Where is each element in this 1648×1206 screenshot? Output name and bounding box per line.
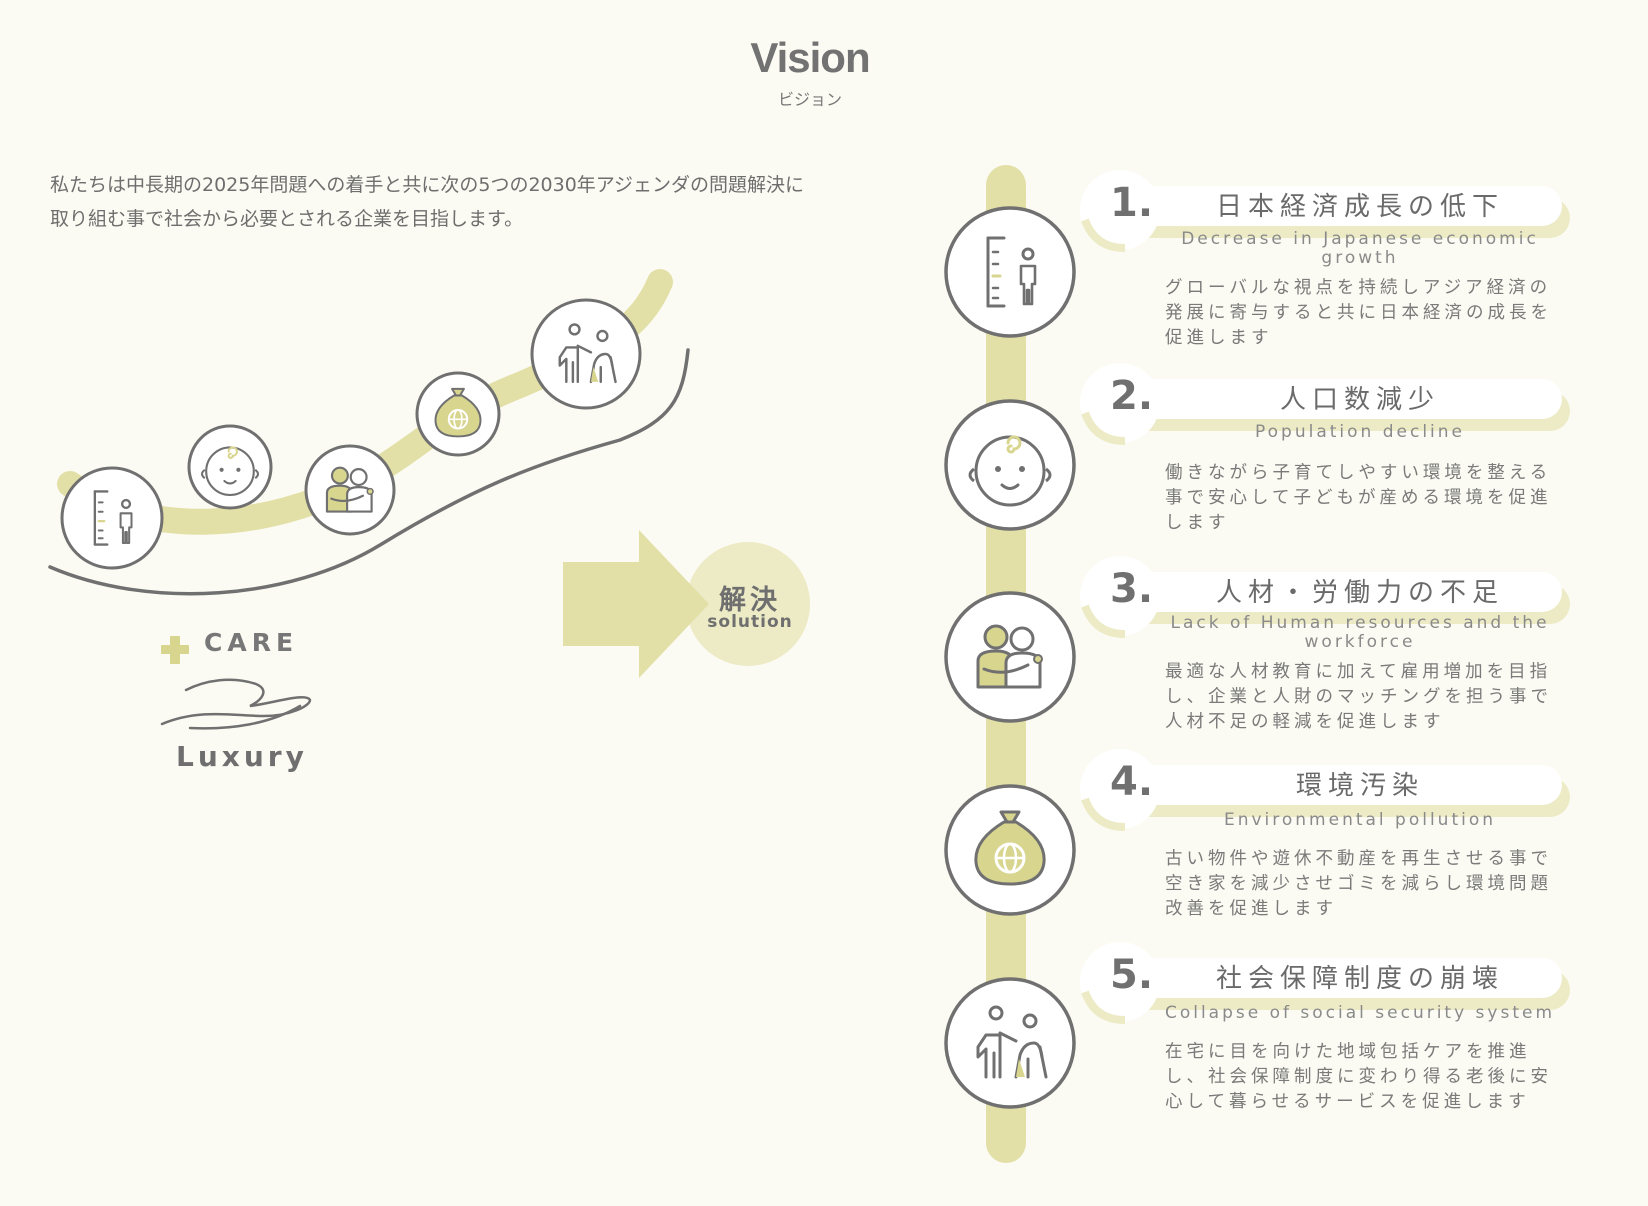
agenda-description: グローバルな視点を持続しアジア経済の発展に寄与すると共に日本経済の成長を促進しま… (1165, 278, 1552, 348)
wave-icon-baby (187, 424, 273, 510)
agenda-number: 4. (1110, 759, 1154, 805)
agenda-description: 古い物件や遊休不動産を再生させる事で空き家を減少させゴミを減らし環境問題改善を促… (1165, 849, 1552, 919)
wave-icon-people (304, 444, 396, 536)
agenda-title: 環境汚染 (1295, 771, 1424, 801)
agenda-number: 5. (1110, 952, 1154, 998)
solution-label-jp: 解決 (719, 585, 781, 616)
agenda-title-en: Decrease in Japanese economic growth (1181, 229, 1539, 268)
hand-icon (160, 678, 312, 726)
agenda-description: 在宅に目を向けた地域包括ケアを推進し、社会保障制度に変わり得る老後に安心して暮ら… (1165, 1042, 1552, 1112)
elderly-care-icon (944, 977, 1076, 1109)
agenda-description: 最適な人材教育に加えて雇用増加を目指し、企業と人財のマッチングを担う事で人材不足… (1165, 662, 1552, 732)
agenda-title-en: Population decline (1255, 422, 1465, 442)
agenda-title: 日本経済成長の低下 (1215, 192, 1504, 222)
care-label: CARE (204, 628, 299, 657)
agenda-title-en: Environmental pollution (1223, 810, 1497, 830)
page-subtitle: ビジョン (777, 90, 842, 109)
growth-chart-person-icon (944, 206, 1076, 338)
solution-circle (686, 542, 810, 666)
agenda-title-en: Collapse of social security system (1164, 1003, 1556, 1023)
solution-arrow (563, 530, 709, 678)
intro-text: 私たちは中長期の2025年問題への着手と共に次の5つの2030年アジェンダの問題… (50, 174, 805, 230)
agenda-number: 1. (1110, 180, 1154, 226)
page-title: Vision (750, 34, 870, 81)
label-bars (1080, 170, 1570, 1024)
agenda-title: 人口数減少 (1279, 385, 1440, 415)
people-group-icon (944, 591, 1076, 723)
solution-label-en: solution (707, 612, 793, 632)
agenda-number: 2. (1110, 373, 1154, 419)
agenda-title-en: Lack of Human resources and the workforc… (1170, 613, 1550, 652)
agenda-title: 社会保障制度の崩壊 (1215, 964, 1504, 994)
agenda-title: 人材・労働力の不足 (1215, 578, 1504, 608)
care-plus-icon (161, 636, 189, 664)
agenda-description: 働きながら子育てしやすい環境を整える事で安心して子どもが産める環境を促進します (1165, 463, 1552, 533)
luxury-label: Luxury (176, 740, 308, 773)
wave-icon-growth (60, 466, 164, 570)
wave-icon-globe (415, 371, 501, 457)
wave-icon-elderly (530, 298, 642, 410)
growth-wave-line (48, 348, 690, 596)
globe-bag-icon (944, 784, 1076, 916)
baby-face-icon (944, 399, 1076, 531)
agenda-number: 3. (1110, 566, 1154, 612)
